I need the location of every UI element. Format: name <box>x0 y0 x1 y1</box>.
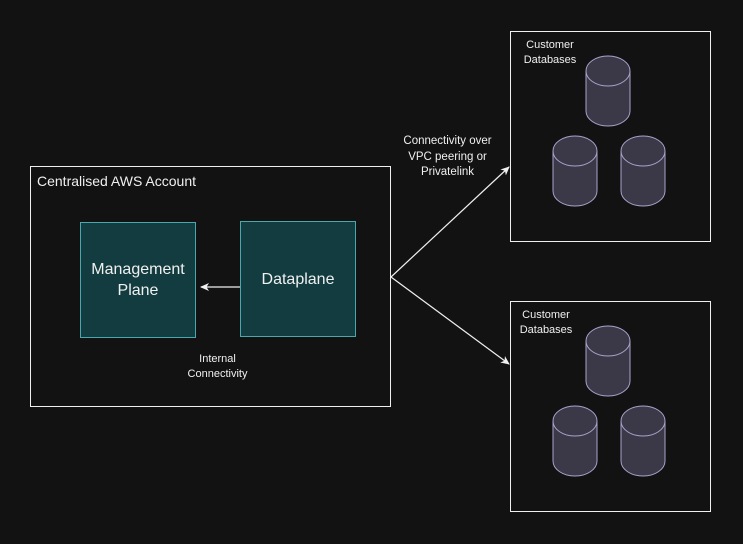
management-plane-label: Management Plane <box>91 261 185 299</box>
customer-databases-group-2: Customer Databases <box>510 301 711 512</box>
internal-label-line: Internal <box>199 353 236 365</box>
customer-databases-group-1: Customer Databases <box>510 31 711 242</box>
external-label-line: Privatelink <box>420 166 475 178</box>
group-title-line: Customer <box>522 309 570 321</box>
internal-connectivity-label: Internal Connectivity <box>170 352 265 382</box>
database-cylinder-icon[interactable] <box>585 55 631 127</box>
management-plane-node[interactable]: Management Plane <box>80 222 196 338</box>
dataplane-label: Dataplane <box>261 270 335 288</box>
external-label-line: Connectivity over <box>403 135 492 147</box>
group-title-line: Databases <box>519 324 573 336</box>
dataplane-node[interactable]: Dataplane <box>240 221 356 337</box>
database-cylinder-icon[interactable] <box>620 405 666 477</box>
centralised-aws-account: Centralised AWS Account <box>30 166 391 407</box>
internal-label-line: Connectivity <box>187 368 248 380</box>
external-connectivity-label: Connectivity over VPC peering or Private… <box>390 134 505 181</box>
external-label-line: VPC peering or <box>408 150 487 163</box>
group-title-line: Customer <box>526 39 574 51</box>
database-cylinder-icon[interactable] <box>585 325 631 397</box>
account-title: Centralised AWS Account <box>37 173 197 189</box>
connectivity-arrow-bottom <box>390 276 510 365</box>
connectivity-arrow-top <box>390 166 510 278</box>
database-cylinder-icon[interactable] <box>620 135 666 207</box>
database-cylinder-icon[interactable] <box>552 135 598 207</box>
customer-group-title: Customer Databases <box>511 308 581 338</box>
group-title-line: Databases <box>523 54 577 66</box>
database-cylinder-icon[interactable] <box>552 405 598 477</box>
customer-group-title: Customer Databases <box>515 38 585 68</box>
